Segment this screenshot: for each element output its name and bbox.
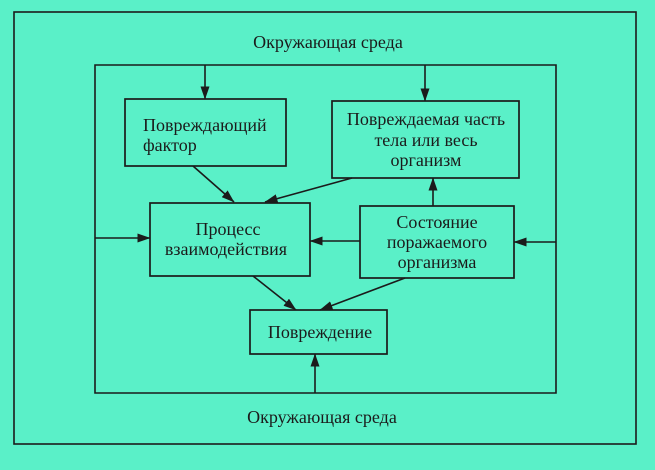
- arrow-damaging-factor-to-interaction: [192, 165, 235, 203]
- node-damaged-part-line-1: Повреждаемая часть: [347, 109, 505, 129]
- node-interaction-process: Процесс взаимодействия: [149, 202, 311, 277]
- node-damage: Повреждение: [249, 309, 388, 355]
- environment-loop: [94, 64, 557, 394]
- node-damaged-part-line-2: тела или весь: [374, 130, 477, 150]
- environment-label-top: Окружающая среда: [253, 32, 403, 52]
- node-damaging-factor: Повреждающий фактор: [124, 98, 287, 167]
- node-organism-state: Состояние поражаемого организма: [359, 205, 515, 279]
- node-organism-state-line-1: Состояние: [396, 212, 477, 232]
- node-interaction-process-line-1: Процесс: [195, 219, 260, 239]
- outer-environment-frame: [13, 11, 637, 445]
- arrow-interaction-to-damage: [252, 275, 297, 311]
- node-organism-state-line-2: поражаемого: [387, 232, 487, 252]
- environment-label-bottom: Окружающая среда: [247, 407, 397, 427]
- node-damaged-part: Повреждаемая часть тела или весь организ…: [331, 100, 520, 179]
- node-damage-line-1: Повреждение: [268, 322, 372, 342]
- arrow-organism-state-to-damage: [319, 277, 406, 311]
- node-organism-state-line-3: организма: [398, 252, 477, 272]
- node-damaging-factor-line-1: Повреждающий: [143, 115, 267, 135]
- arrow-damaged-part-to-interaction: [264, 177, 353, 204]
- node-interaction-process-line-2: взаимодействия: [165, 239, 287, 259]
- node-damaged-part-line-3: организм: [391, 150, 462, 170]
- node-damaging-factor-line-2: фактор: [143, 135, 197, 155]
